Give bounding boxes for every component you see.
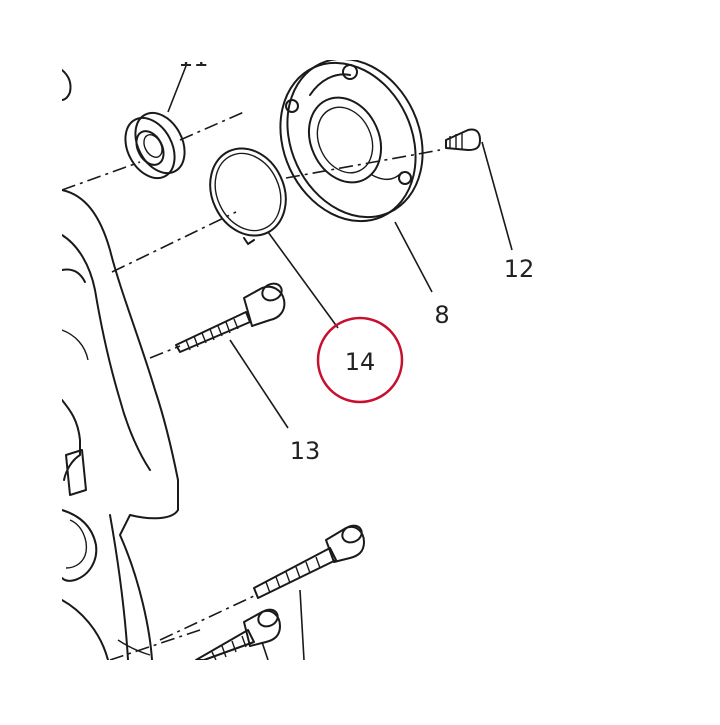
highlight-circle <box>316 316 404 404</box>
callout-11-crop-mask <box>176 44 206 62</box>
callout-8: 8 <box>434 301 449 329</box>
left-crop-mask <box>0 0 62 720</box>
oil-seal-part-11 <box>124 65 187 180</box>
screw-part-12 <box>445 128 513 251</box>
crankcase-housing <box>61 69 179 661</box>
top-crop-mask <box>0 0 720 60</box>
bottom-crop-mask <box>0 660 720 720</box>
bearing-cover-part-8 <box>279 57 433 293</box>
callout-12: 12 <box>504 255 535 283</box>
stud-bolt-part-13 <box>175 282 289 429</box>
lower-stud-bolts <box>195 524 365 661</box>
callout-13: 13 <box>290 437 321 465</box>
callout-14: 14 <box>345 348 376 376</box>
o-ring-part-14 <box>209 147 339 329</box>
assembly-axis-lines <box>61 111 441 661</box>
